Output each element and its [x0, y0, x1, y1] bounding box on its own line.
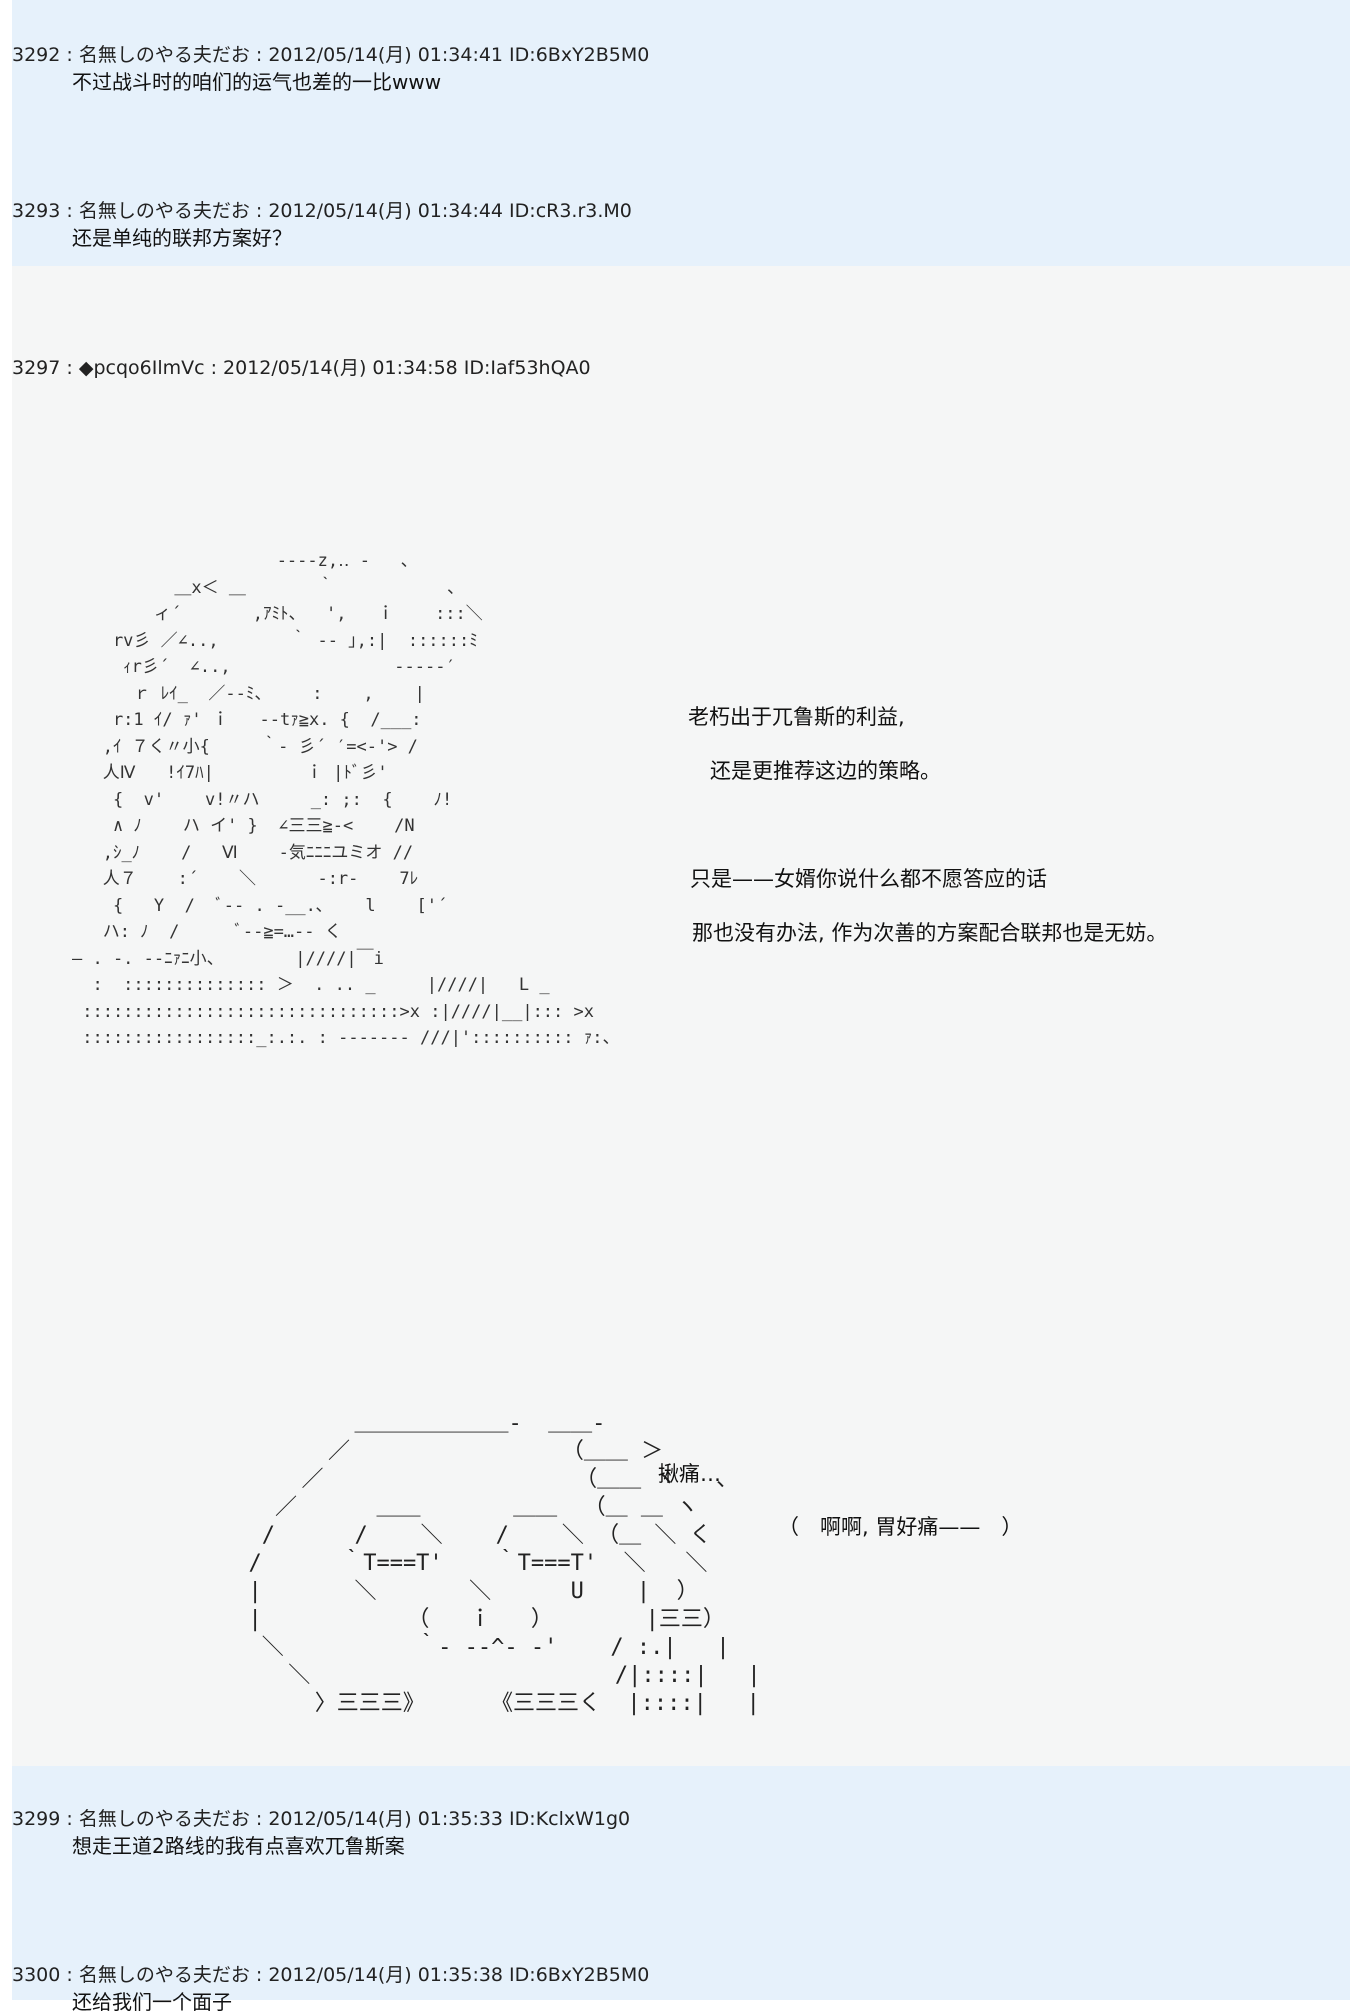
- dialogue-line: （ 啊啊, 胃好痛—— ）: [778, 1515, 1023, 1539]
- ascii-art-face: ＿＿＿＿＿＿＿‐ ＿＿‐ ／ （＿＿ ＞ ／ （＿＿ ヽ 、 ／ ＿＿ ＿＿ （…: [248, 1411, 761, 1716]
- dialogue-line: 老朽出于兀鲁斯的利益,: [688, 705, 905, 729]
- post-header: 3300 : 名無しのやる夫だお : 2012/05/14(月) 01:35:3…: [12, 1964, 650, 1986]
- post-3297: [12, 266, 1350, 1766]
- post-3292: [12, 0, 1350, 146]
- post-body: 还是单纯的联邦方案好？: [72, 226, 292, 250]
- post-header: 3299 : 名無しのやる夫だお : 2012/05/14(月) 01:35:3…: [12, 1808, 631, 1830]
- dialogue-line: 那也没有办法, 作为次善的方案配合联邦也是无妨。: [692, 921, 1168, 945]
- dialogue-line: 只是——女婿你说什么都不愿答应的话: [690, 867, 1047, 891]
- post-header: 3292 : 名無しのやる夫だお : 2012/05/14(月) 01:34:4…: [12, 44, 650, 66]
- post-3299: [12, 1766, 1350, 1920]
- post-3300: [12, 1920, 1350, 2000]
- dialogue-line: 还是更推荐这边的策略。: [710, 759, 941, 783]
- dialogue-line: 揪痛…: [658, 1462, 721, 1486]
- post-body: 想走王道2路线的我有点喜欢兀鲁斯案: [72, 1834, 405, 1858]
- post-body: 不过战斗时的咱们的运气也差的一比www: [72, 70, 442, 94]
- post-header: 3293 : 名無しのやる夫だお : 2012/05/14(月) 01:34:4…: [12, 200, 632, 222]
- post-3293: [12, 146, 1350, 266]
- post-header: 3297 : ◆pcqo6IlmVc : 2012/05/14(月) 01:34…: [12, 357, 591, 379]
- post-body: 还给我们一个面子: [72, 1990, 232, 2014]
- ascii-art-figure: ‐‐‐‐z,‥ - 、 ＿x＜ ＿ ｀ 、 ィ´ ,ｱﾐﾄ、 ', ｉ :::＼…: [72, 551, 620, 1048]
